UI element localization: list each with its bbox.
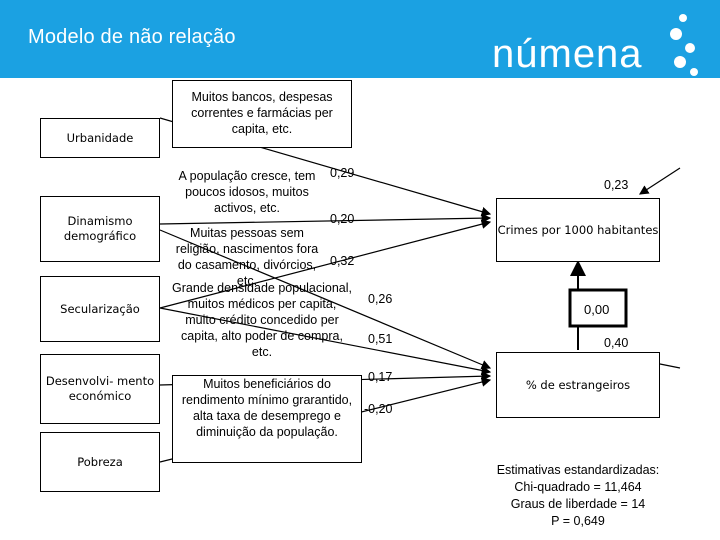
coef-dinamismo-estrangeiros: 0,26 — [368, 292, 393, 306]
coef-secularizacao-estrangeiros: 0,51 — [368, 332, 393, 346]
predictor-urbanidade: Urbanidade — [40, 118, 160, 158]
coef-crimes-residual: 0,23 — [604, 178, 629, 192]
coef-urbanidade-crimes: 0,29 — [330, 166, 355, 180]
note-urbanidade: Muitos bancos, despesas correntes e farm… — [172, 80, 352, 148]
predictor-dinamismo: Dinamismo demográfico — [40, 196, 160, 262]
fit-statistics: Estimativas estandardizadas: Chi-quadrad… — [470, 462, 686, 530]
predictor-pobreza: Pobreza — [40, 432, 160, 492]
stats-line-1: Estimativas estandardizadas: — [496, 463, 660, 477]
stats-line-2: Chi-quadrado = 11,464 — [514, 480, 642, 494]
path-secularizacao-estrangeiros — [159, 307, 492, 376]
outcome-crimes: Crimes por 1000 habitantes — [496, 198, 660, 262]
coef-desenvolvimento-estrangeiros: 0,17 — [368, 370, 393, 384]
coef-crimes-estrangeiros: 0,00 — [584, 302, 610, 317]
stats-line-4: P = 0,649 — [551, 514, 605, 528]
coef-dinamismo-crimes: 0,20 — [330, 212, 355, 226]
coef-estrangeiros-residual: 0,40 — [604, 336, 629, 350]
page-title: Modelo de não relação — [28, 26, 236, 48]
header-bar: Modelo de não relação númena — [0, 0, 720, 78]
path-secularizacao-crimes — [159, 219, 492, 309]
note-desenvolvimento: Grande densidade populacional, muitos mé… — [172, 281, 352, 359]
logo-dots-icon — [670, 14, 698, 76]
note-dinamismo: A população cresce, tem poucos idosos, m… — [178, 169, 316, 215]
outcome-estrangeiros: % de estrangeiros — [496, 352, 660, 418]
predictor-desenvolvimento: Desenvolvi- mento económico — [40, 354, 160, 424]
coef-pobreza-estrangeiros: -0,20 — [364, 402, 393, 416]
stats-line-3: Graus de liberdade = 14 — [510, 497, 646, 511]
brand-logo: númena — [492, 32, 643, 76]
path-dinamismo-estrangeiros — [159, 229, 492, 370]
predictor-secularizacao: Secularização — [40, 276, 160, 342]
path-dinamismo-crimes — [159, 213, 492, 225]
residual-crimes — [638, 167, 681, 195]
note-pobreza: Muitos beneficiários do rendimento mínim… — [172, 375, 362, 463]
note-secularizacao: Muitas pessoas sem religião, nascimentos… — [175, 226, 319, 288]
coef-secularizacao-crimes: 0,32 — [330, 254, 355, 268]
